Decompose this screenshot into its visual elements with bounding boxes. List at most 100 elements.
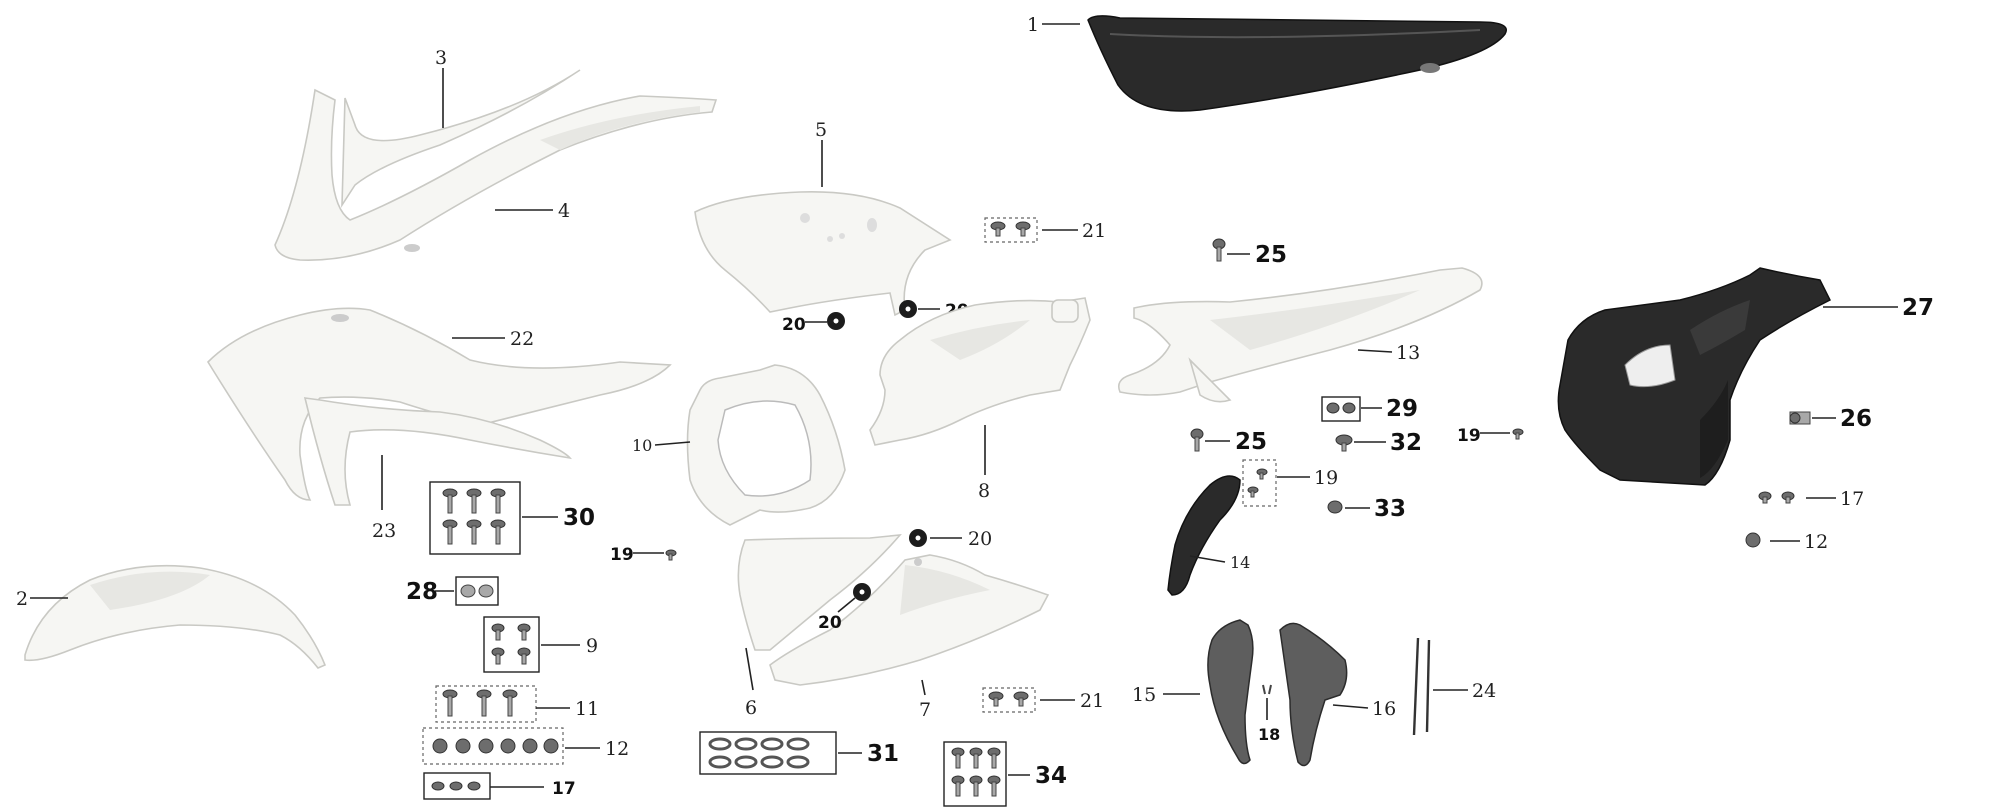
part-13-rear-fender: [1117, 267, 1483, 403]
label-30: 30: [563, 505, 595, 531]
label-7: 7: [919, 699, 931, 721]
label-13: 13: [1396, 342, 1420, 364]
part-8-airbox: [869, 297, 1091, 446]
box-30: [429, 481, 521, 555]
label-33: 33: [1374, 496, 1406, 522]
part-27-rear-inner-fender: [1557, 267, 1832, 486]
label-4: 4: [558, 200, 570, 222]
part-16-frame-guard: [1279, 622, 1348, 767]
label-18: 18: [1258, 725, 1280, 744]
part-2-front-fender: [24, 564, 327, 669]
part-23-shroud: [303, 397, 572, 506]
pins-18: [1262, 684, 1272, 695]
label-11: 11: [575, 698, 599, 720]
label-9: 9: [586, 635, 598, 657]
label-17-a: 17: [552, 779, 576, 799]
label-5: 5: [815, 119, 827, 141]
label-21-b: 21: [1080, 690, 1104, 712]
label-31: 31: [867, 741, 899, 767]
part-7-side-panel: [769, 554, 1050, 686]
label-19-a: 19: [610, 545, 634, 565]
washer-20-a: [827, 312, 845, 330]
label-1: 1: [1027, 14, 1039, 36]
leader-6: [745, 647, 754, 691]
cable-ties-24: [1412, 637, 1431, 736]
bolt-25-a: [1212, 238, 1226, 262]
screws-17-a: [431, 781, 481, 791]
leader-7: [921, 679, 926, 696]
label-21-a: 21: [1082, 220, 1106, 242]
label-32: 32: [1390, 430, 1422, 456]
part-1-seat: [1087, 15, 1507, 112]
part-22-shroud: [206, 307, 672, 501]
screws-21-a: [990, 221, 1031, 237]
screws-21-b: [988, 691, 1029, 707]
label-19-b: 19: [1314, 467, 1338, 489]
screws-19-b: [1247, 468, 1268, 498]
label-34: 34: [1035, 763, 1067, 789]
box-28: [455, 576, 499, 606]
label-8: 8: [978, 480, 990, 502]
washer-20-d: [853, 583, 871, 601]
box-31: [699, 731, 837, 775]
box-11: [435, 685, 537, 723]
label-20-c: 20: [968, 528, 992, 550]
label-17-b: 17: [1840, 488, 1864, 510]
label-20-d: 20: [818, 613, 842, 633]
part-6-side-panel: [737, 534, 902, 651]
nut-33: [1327, 500, 1343, 514]
label-24: 24: [1472, 680, 1496, 702]
part-14-chain-slider: [1167, 475, 1241, 596]
leader-16: [1332, 704, 1369, 709]
nuts-28: [460, 584, 494, 598]
washers-31: [708, 737, 810, 769]
label-20-a: 20: [782, 315, 806, 335]
box-17-a: [423, 772, 491, 800]
part-10-number-plate: [686, 364, 846, 526]
label-22: 22: [510, 328, 534, 350]
label-25-b: 25: [1235, 429, 1267, 455]
label-6: 6: [745, 697, 757, 719]
washer-20-c: [909, 529, 927, 547]
clip-26: [1789, 411, 1811, 425]
leader-14: [1189, 555, 1226, 563]
clips-29: [1326, 402, 1356, 414]
box-21-a: [984, 217, 1038, 243]
nut-12-b: [1745, 532, 1761, 548]
label-19-c: 19: [1457, 426, 1481, 446]
bolts-30: [442, 488, 506, 545]
washer-20-b: [899, 300, 917, 318]
part-3-shroud-upper: [341, 69, 581, 208]
label-16: 16: [1372, 698, 1396, 720]
leader-20-d: [837, 597, 856, 613]
label-28: 28: [406, 579, 438, 605]
leader-10: [654, 441, 691, 446]
label-29: 29: [1386, 396, 1418, 422]
bolts-9: [491, 623, 531, 665]
part-5-side-cover: [694, 191, 952, 317]
label-26: 26: [1840, 406, 1872, 432]
screws-17-b: [1758, 491, 1795, 504]
box-9: [483, 616, 540, 673]
nuts-12-a: [432, 738, 559, 754]
label-12-b: 12: [1804, 531, 1828, 553]
label-12-a: 12: [605, 738, 629, 760]
leader-13: [1357, 349, 1393, 353]
label-15: 15: [1132, 684, 1156, 706]
label-14: 14: [1230, 553, 1250, 572]
label-23: 23: [372, 520, 396, 542]
screw-19-c: [1512, 428, 1524, 440]
label-2: 2: [16, 588, 28, 610]
box-19-b: [1242, 459, 1277, 507]
bolts-11: [442, 689, 518, 717]
label-25-a: 25: [1255, 242, 1287, 268]
bolt-25-b: [1190, 428, 1204, 452]
box-34: [943, 741, 1007, 807]
box-12-a: [422, 727, 564, 765]
box-29: [1321, 396, 1361, 422]
part-4-shroud-upper: [274, 88, 718, 261]
label-10: 10: [632, 436, 652, 455]
label-3: 3: [435, 47, 447, 69]
label-27: 27: [1902, 295, 1934, 321]
